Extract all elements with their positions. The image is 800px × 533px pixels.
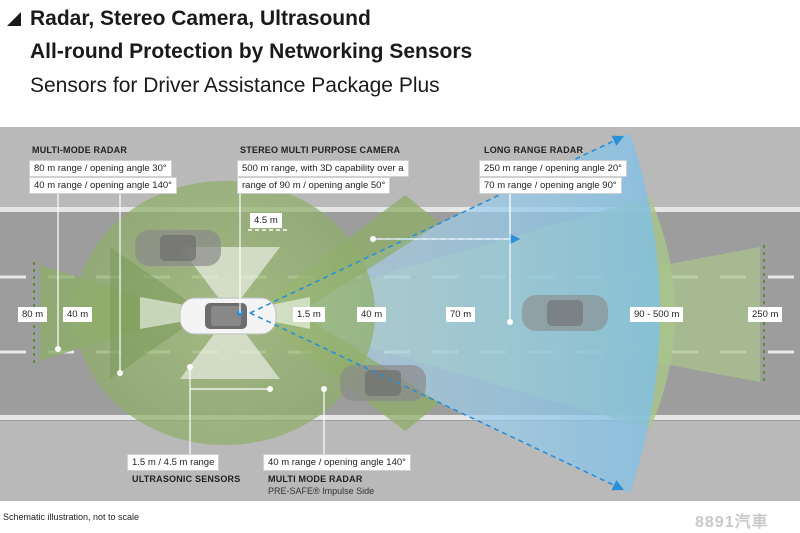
watermark-logo: 8891汽車 [695, 514, 769, 531]
triangle-icon [7, 12, 21, 26]
long-range-radar-spec-2: 70 m range / opening angle 90° [479, 177, 622, 194]
stereo-camera-spec-1: 500 m range, with 3D capability over a [237, 160, 409, 177]
multi-mode-radar-spec-1: 80 m range / opening angle 30° [29, 160, 172, 177]
title-line-2: All-round Protection by Networking Senso… [30, 40, 473, 63]
sensor-diagram: MULTI-MODE RADAR 80 m range / opening an… [0, 127, 800, 501]
car-right-center [522, 295, 608, 331]
leader-lines [57, 190, 511, 457]
footer-note: Schematic illustration, not to scale [3, 512, 140, 522]
ultrasonic-spec: 1.5 m / 4.5 m range [127, 454, 220, 471]
car-top-left [135, 230, 221, 266]
camera-width-label: 4.5 m [250, 213, 282, 228]
stereo-camera-spec-2: range of 90 m / opening angle 50° [237, 177, 391, 194]
subtitle: Sensors for Driver Assistance Package Pl… [30, 74, 440, 97]
distance-40m-front: 40 m [357, 307, 387, 322]
long-range-radar-spec-1: 250 m range / opening angle 20° [479, 160, 627, 177]
leader-dots [55, 236, 513, 392]
ego-car [179, 297, 277, 335]
side-radar-title: MULTI MODE RADAR [268, 474, 363, 484]
multi-mode-radar-spec-2: 40 m range / opening angle 140° [29, 177, 177, 194]
distance-90-500m: 90 - 500 m [630, 307, 684, 322]
header: Radar, Stereo Camera, Ultrasound All-rou… [0, 0, 800, 130]
distance-70m: 70 m [446, 307, 476, 322]
distance-1-5m: 1.5 m [293, 307, 325, 322]
long-range-radar-title: LONG RANGE RADAR [484, 145, 584, 155]
distance-80m: 80 m [18, 307, 48, 322]
multi-mode-radar-title: MULTI-MODE RADAR [32, 145, 128, 155]
side-radar-subtitle: PRE-SAFE® Impulse Side [268, 486, 375, 496]
title-line-1: Radar, Stereo Camera, Ultrasound [30, 7, 371, 30]
ultrasonic-title: ULTRASONIC SENSORS [132, 474, 241, 484]
car-bottom-center [340, 365, 426, 401]
side-radar-spec: 40 m range / opening angle 140° [263, 454, 411, 471]
distance-40m-rear: 40 m [63, 307, 93, 322]
distance-250m: 250 m [748, 307, 783, 322]
stereo-camera-title: STEREO MULTI PURPOSE CAMERA [240, 145, 401, 155]
